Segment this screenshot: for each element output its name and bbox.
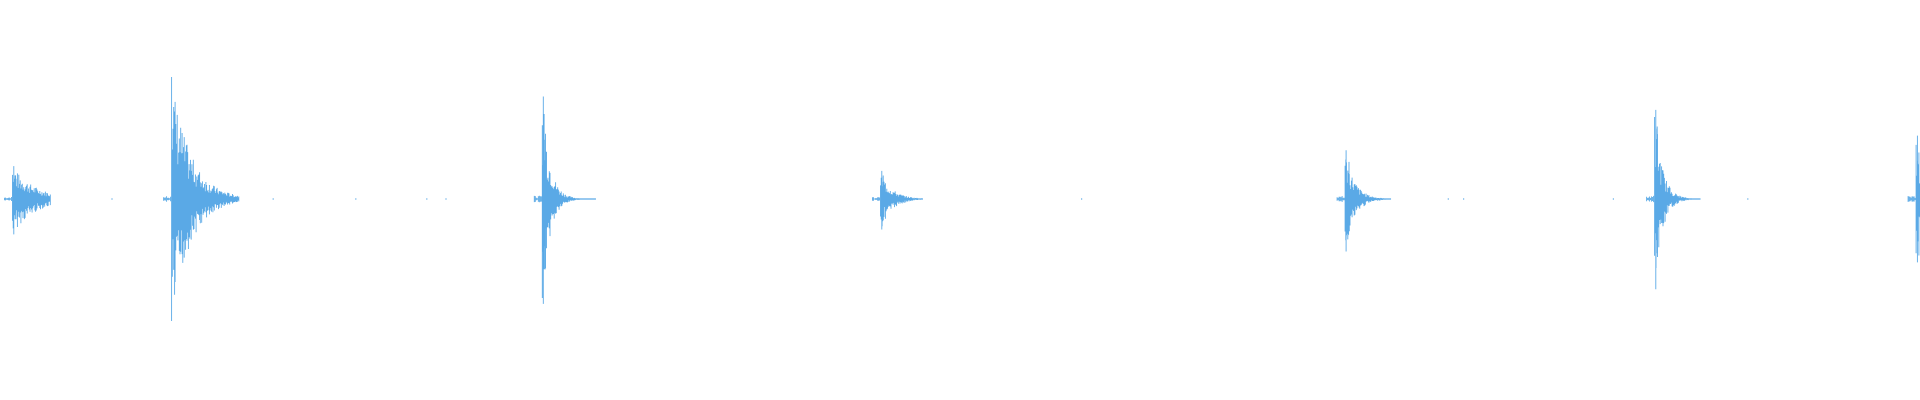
noise-speck-1: [111, 198, 113, 200]
noise-speck-3: [355, 198, 357, 200]
sound-event-1: [4, 166, 51, 235]
sound-event-2-trace: [163, 77, 240, 321]
noise-speck-2: [272, 198, 274, 200]
noise-speck-8: [1463, 198, 1465, 200]
noise-speck-10: [1747, 198, 1749, 200]
noise-speck-6: [1081, 198, 1083, 200]
sound-event-3: [533, 96, 596, 304]
sound-event-4: [872, 170, 923, 230]
sound-event-2: [163, 77, 240, 321]
noise-speck-5: [445, 198, 447, 200]
noise-speck-7: [1447, 198, 1449, 200]
noise-speck-4: [426, 198, 428, 200]
sound-event-5: [1336, 150, 1392, 252]
sound-event-7: [1907, 135, 1920, 263]
sound-event-3-trace: [533, 96, 596, 304]
noise-speck-9: [1612, 198, 1614, 200]
sound-event-1-trace: [4, 166, 51, 235]
sound-event-6-trace: [1646, 109, 1701, 290]
sound-event-6: [1646, 109, 1701, 290]
sound-event-7-trace: [1907, 135, 1920, 263]
sound-event-4-trace: [872, 170, 923, 230]
sound-event-5-trace: [1336, 150, 1392, 252]
